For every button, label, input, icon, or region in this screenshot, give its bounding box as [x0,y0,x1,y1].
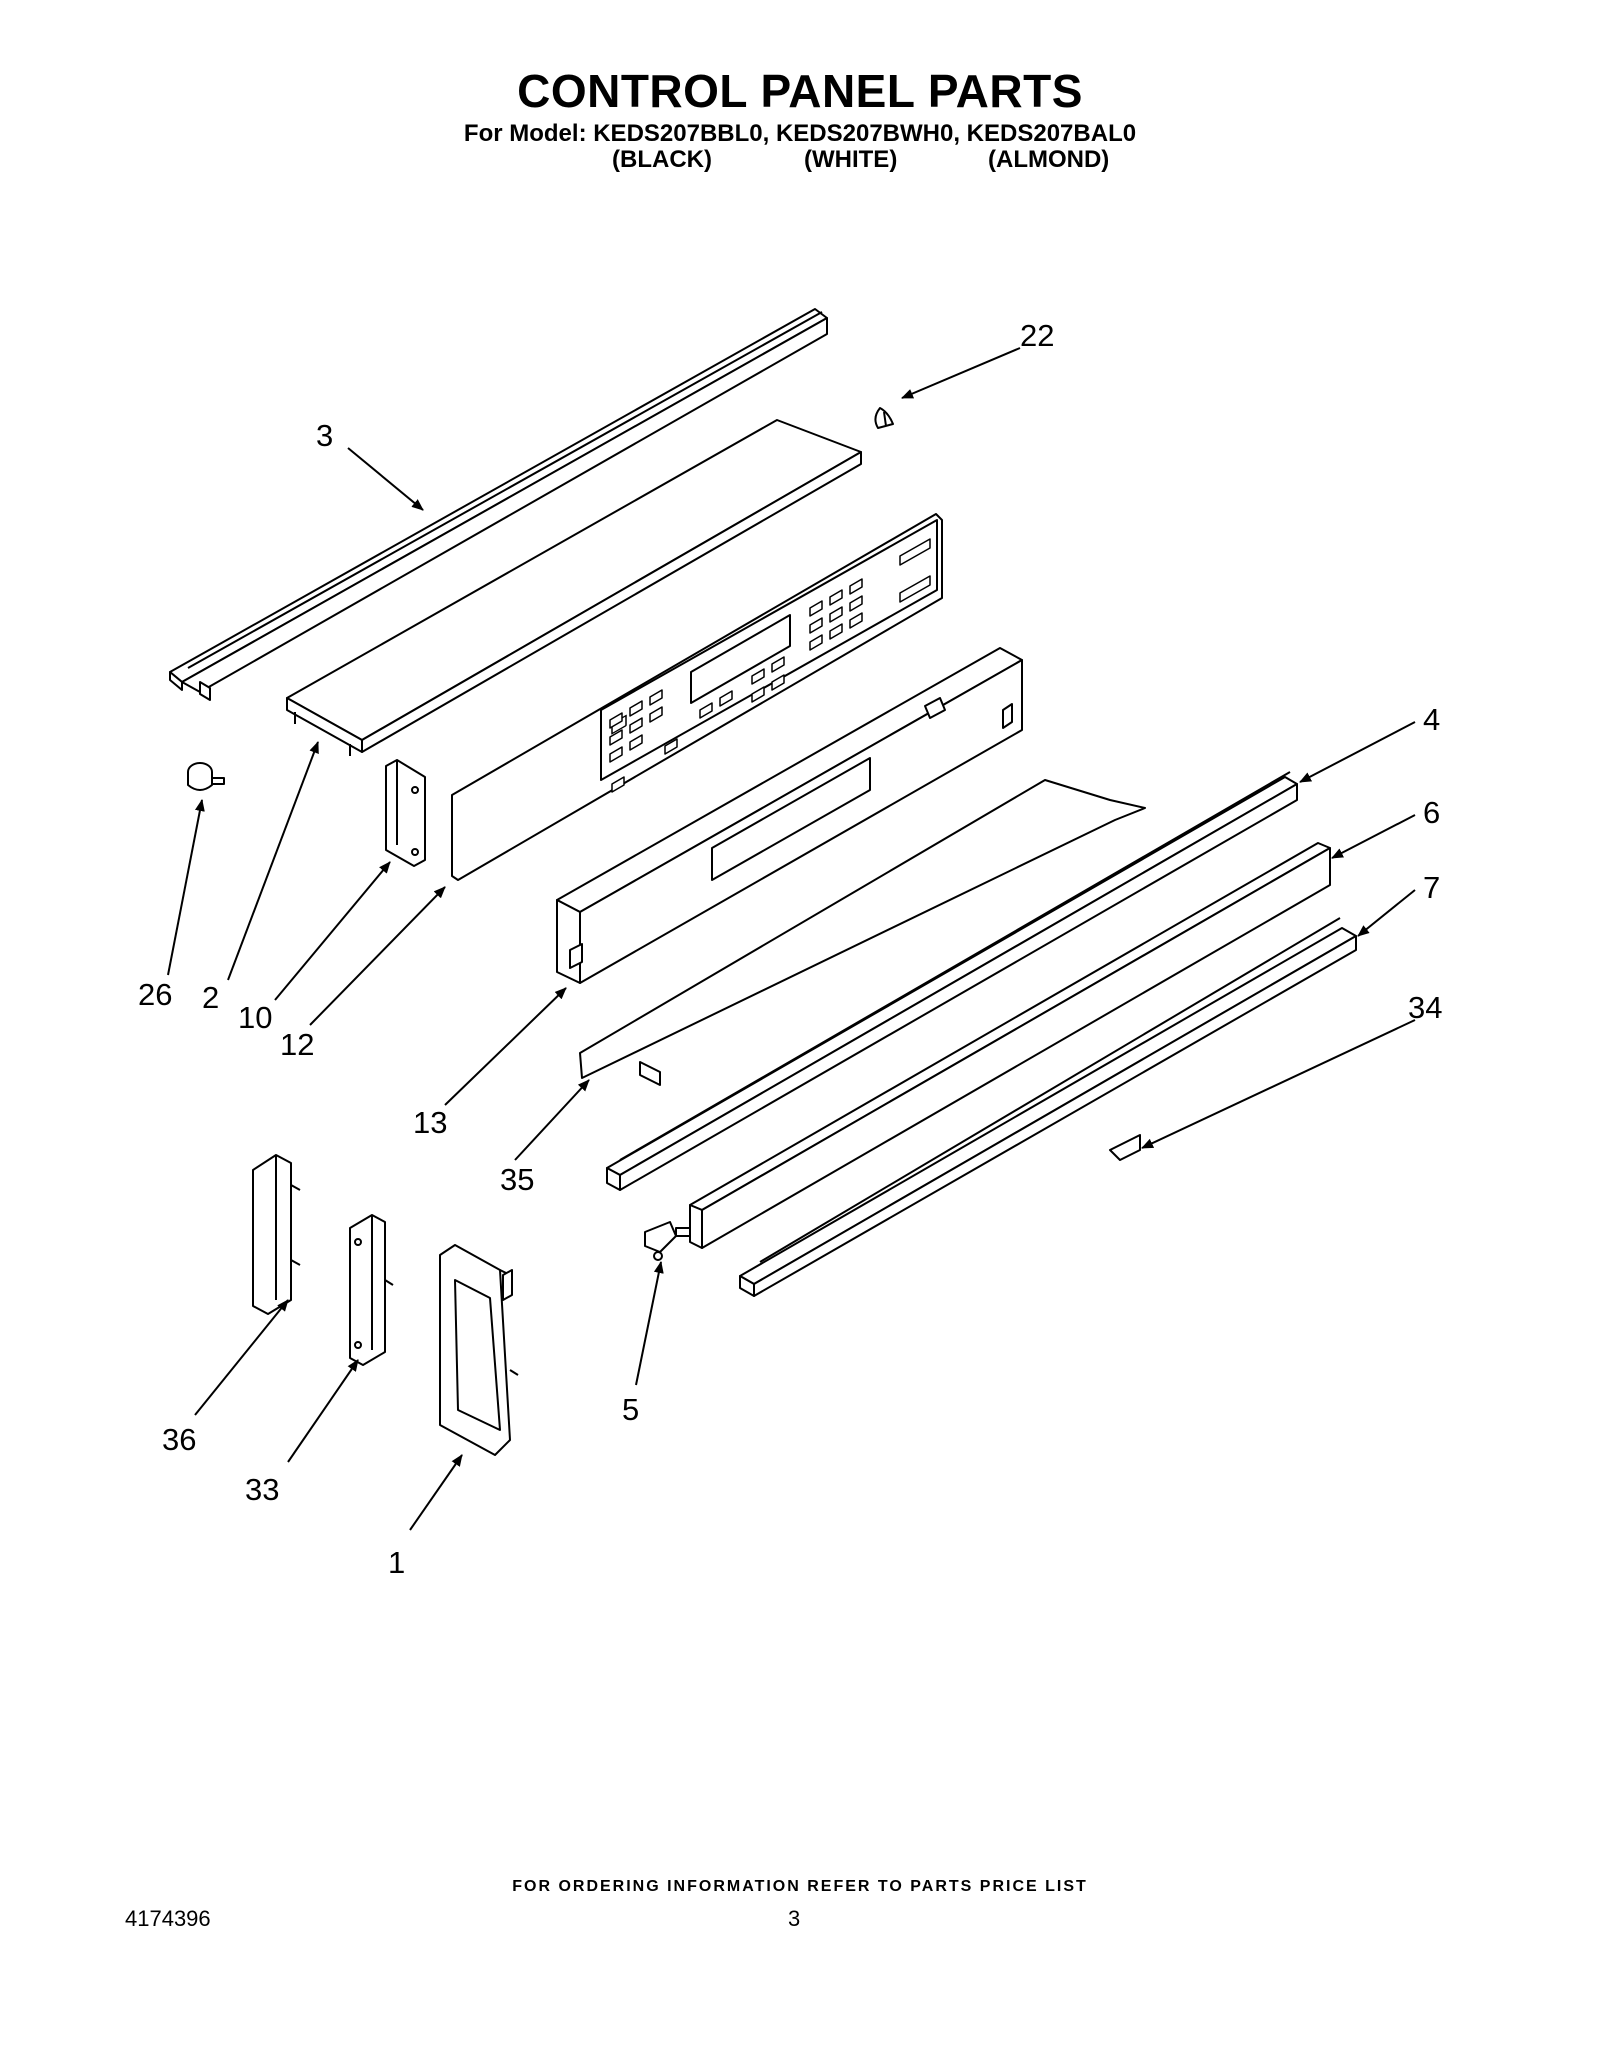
color-black-label: (BLACK) [612,146,712,173]
callout-labels: 3 22 26 2 10 12 13 35 4 6 7 34 5 36 33 1 [138,318,1442,1580]
page-title: CONTROL PANEL PARTS [517,65,1083,117]
callout-7: 7 [1423,870,1440,905]
callout-36: 36 [162,1422,196,1457]
part-2-top-cover [286,419,862,756]
part-10-bracket [385,759,426,867]
part-36-end-cap [252,1154,301,1315]
color-almond-label: (ALMOND) [988,146,1110,173]
callout-10: 10 [238,1000,272,1035]
page-number: 3 [788,1906,801,1931]
part-6-front-strip [689,842,1331,1249]
part-33-mounting-bracket [349,1214,394,1366]
part-5-lever [644,1221,691,1261]
part-35-insulation [579,779,1146,1086]
callout-35: 35 [500,1162,534,1197]
part-1-end-bracket [439,1244,519,1456]
callout-34: 34 [1408,990,1442,1025]
part-7-bottom-trim [739,917,1357,1297]
color-white-label: (WHITE) [804,146,898,173]
part-4-front-channel [606,771,1298,1191]
callout-13: 13 [413,1105,447,1140]
callout-2: 2 [202,980,219,1015]
part-12-control-faceplate [451,513,943,881]
leader-lines [167,347,1416,1531]
callout-22: 22 [1020,318,1054,353]
model-list: For Model: KEDS207BBL0, KEDS207BWH0, KED… [463,120,1137,147]
callout-26: 26 [138,977,172,1012]
part-34-clip [1109,1134,1141,1161]
callout-1: 1 [388,1545,405,1580]
callout-3: 3 [316,418,333,453]
part-13-control-housing [556,647,1023,984]
callout-33: 33 [245,1472,279,1507]
part-26-knob [187,762,225,791]
part-22-clip [874,407,894,429]
callout-4: 4 [1423,702,1440,737]
callout-5: 5 [622,1392,639,1427]
callout-6: 6 [1423,795,1440,830]
document-number: 4174396 [125,1906,211,1931]
ordering-note: FOR ORDERING INFORMATION REFER TO PARTS … [512,1878,1088,1895]
callout-12: 12 [280,1027,314,1062]
part-3-top-trim [169,308,828,701]
